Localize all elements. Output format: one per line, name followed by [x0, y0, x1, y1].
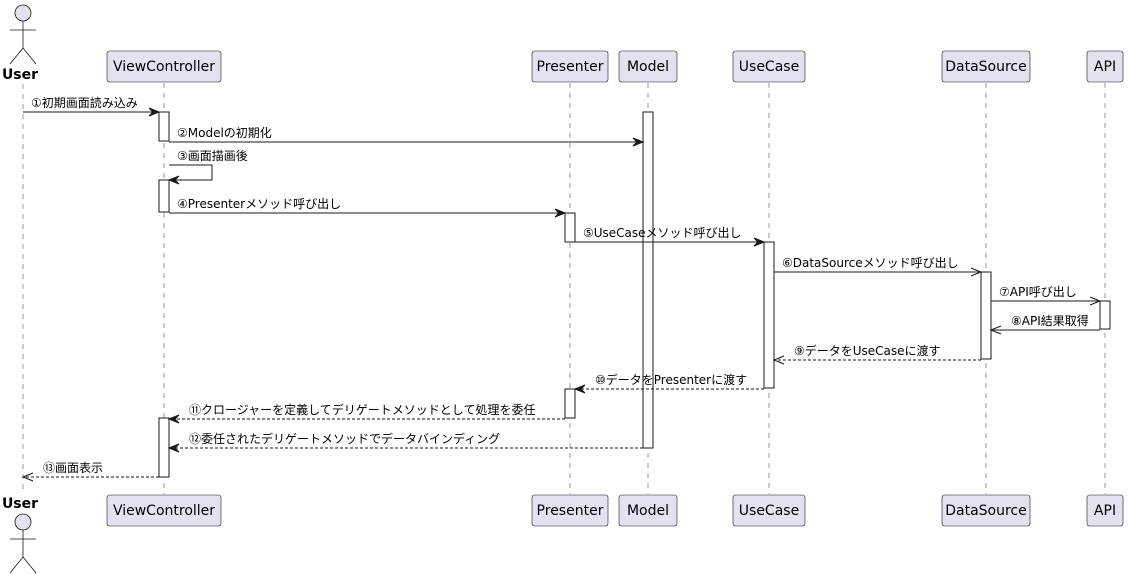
participant-box — [1086, 50, 1124, 83]
message-8: ⑧API結果取得 — [989, 313, 1100, 335]
activation-bar-presenter — [564, 212, 576, 243]
actor-user-top: User — [2, 4, 38, 83]
message-line — [169, 164, 213, 181]
message-1: ①初期画面読み込み — [23, 95, 161, 117]
message-13: ⑬画面表示 — [21, 461, 159, 482]
participant-box — [1086, 494, 1124, 527]
participant-box — [531, 50, 609, 83]
actor-legs — [9, 556, 37, 574]
participant-box — [531, 494, 609, 527]
participant-box — [732, 50, 806, 83]
participant-api-bottom: API — [1086, 494, 1124, 527]
message-label: ⑬画面表示 — [43, 461, 103, 475]
arrow-head — [21, 472, 34, 482]
message-label: ⑫委任されたデリゲートメソッドでデータバインディング — [189, 431, 500, 446]
participant-box — [618, 494, 678, 527]
message-7: ⑦API呼び出し — [991, 285, 1102, 306]
message-11: ⑪クロージャーを定義してデリゲートメソッドとして処理を委任 — [167, 402, 565, 424]
actor-label: User — [2, 496, 38, 512]
participant-box — [618, 50, 678, 83]
activation-bar-api — [1099, 300, 1111, 330]
message-4: ④Presenterメソッド呼び出し — [169, 197, 567, 218]
arrow-head — [1089, 296, 1102, 306]
message-6: ⑥DataSourceメソッド呼び出し — [774, 256, 983, 277]
participant-label: API — [1094, 503, 1116, 519]
message-label: ⑪クロージャーを定義してデリゲートメソッドとして処理を委任 — [189, 402, 535, 417]
message-label: ③画面描画後 — [177, 149, 248, 163]
arrow-head — [989, 325, 1002, 335]
participant-label: UseCase — [739, 503, 799, 519]
message-label: ④Presenterメソッド呼び出し — [177, 197, 341, 211]
message-label: ①初期画面読み込み — [31, 95, 138, 110]
arrow-head — [554, 208, 567, 218]
activation-bar-datasource — [980, 271, 992, 360]
actor-label: User — [2, 67, 38, 83]
message-label: ⑩データをPresenterに渡す — [595, 372, 747, 387]
participant-box — [732, 494, 806, 527]
participant-api-top: API — [1086, 50, 1124, 83]
activation-bar-usecase — [763, 241, 775, 389]
message-5: ⑤UseCaseメソッド呼び出し — [575, 226, 766, 247]
participant-datasource-top: DataSource — [941, 50, 1031, 83]
arrow-head — [167, 414, 180, 424]
participant-label: DataSource — [945, 503, 1027, 519]
participant-label: Presenter — [537, 503, 604, 519]
participant-label: Model — [627, 503, 669, 519]
message-9: ⑨データをUseCaseに渡す — [772, 343, 981, 365]
message-label: ⑤UseCaseメソッド呼び出し — [583, 226, 742, 240]
participant-presenter-top: Presenter — [531, 50, 609, 83]
participant-box — [106, 50, 222, 83]
message-3: ③画面描画後 — [167, 149, 248, 185]
arrow-head — [573, 384, 586, 394]
participant-vc-bottom: ViewController — [106, 494, 222, 527]
participant-model-top: Model — [618, 50, 678, 83]
actor-head — [14, 513, 32, 531]
arrow-head — [167, 443, 180, 453]
participant-box — [941, 494, 1031, 527]
arrow-head — [970, 267, 983, 277]
participant-label: Model — [627, 59, 669, 75]
participant-presenter-bottom: Presenter — [531, 494, 609, 527]
arrow-head — [772, 355, 785, 365]
participant-label: ViewController — [113, 503, 215, 519]
message-12: ⑫委任されたデリゲートメソッドでデータバインディング — [167, 431, 643, 453]
participant-label: UseCase — [739, 59, 799, 75]
participant-label: Presenter — [537, 59, 604, 75]
message-label: ⑧API結果取得 — [1011, 313, 1089, 328]
activation-bar-vc — [158, 179, 170, 213]
message-label: ②Modelの初期化 — [177, 126, 272, 140]
arrow-head — [753, 237, 766, 247]
participant-datasource-bottom: DataSource — [941, 494, 1031, 527]
actor-user-bottom: User — [2, 496, 38, 574]
activation-bar-presenter — [564, 388, 576, 419]
participant-vc-top: ViewController — [106, 50, 222, 83]
participant-model-bottom: Model — [618, 494, 678, 527]
participant-usecase-bottom: UseCase — [732, 494, 806, 527]
arrow-head — [148, 107, 161, 117]
message-label: ⑥DataSourceメソッド呼び出し — [782, 256, 959, 270]
arrow-head — [632, 137, 645, 147]
activation-bar-vc — [158, 111, 170, 142]
participant-box — [941, 50, 1031, 83]
message-label: ⑨データをUseCaseに渡す — [794, 343, 941, 358]
participant-label: API — [1094, 59, 1116, 75]
message-10: ⑩データをPresenterに渡す — [573, 372, 764, 394]
actor-legs — [9, 47, 37, 65]
arrow-head — [167, 175, 180, 185]
participant-box — [106, 494, 222, 527]
message-label: ⑦API呼び出し — [999, 285, 1077, 299]
actor-head — [14, 4, 32, 22]
message-2: ②Modelの初期化 — [169, 126, 645, 147]
participant-label: ViewController — [113, 59, 215, 75]
participant-usecase-top: UseCase — [732, 50, 806, 83]
activation-bar-model — [642, 111, 654, 449]
activation-bar-vc — [158, 417, 170, 478]
participant-label: DataSource — [945, 59, 1027, 75]
